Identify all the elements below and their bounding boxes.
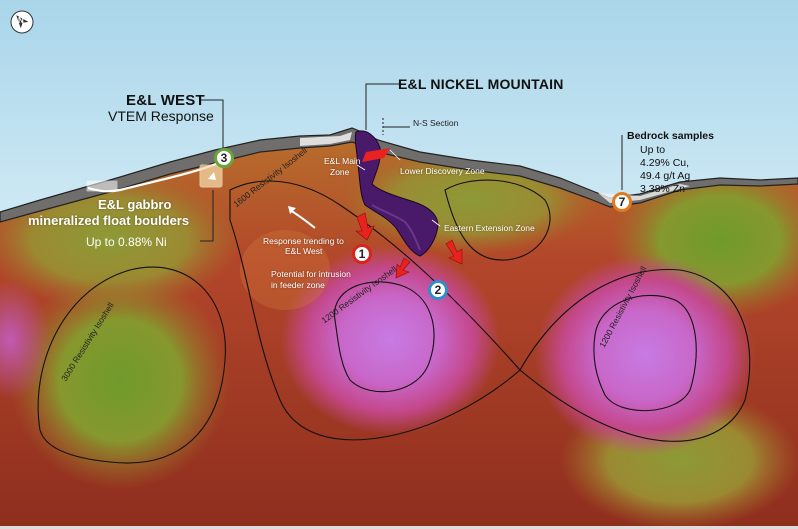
north-label: N [18,16,24,25]
vtem-response-label: VTEM Response [108,108,214,124]
snow-patch [300,132,352,146]
response-trend-line2: E&L West [285,246,323,256]
leader-lines [200,83,623,242]
ns-section-label: N-S Section [413,118,459,128]
float-boulders-box [86,180,118,192]
bedrock-line1: Up to [640,144,666,156]
main-zone-line1: E&L Main [324,156,361,166]
gabbro-grade: Up to 0.88% Ni [86,235,167,249]
el-west-title: E&L WEST [126,92,205,109]
north-arrow-icon [10,10,34,34]
bedrock-line2: 4.29% Cu, [640,157,690,169]
potential-intrusion-line1: Potential for intrusion [271,269,351,279]
gabbro-label-line1: E&L gabbro [98,197,172,212]
lower-discovery-zone-label: Lower Discovery Zone [400,166,485,176]
resistivity-isoshells [37,179,751,464]
potential-intrusion-line2: in feeder zone [271,280,325,290]
bedrock-line4: 3.38% Zn [640,183,685,195]
ore-body [354,130,439,257]
lower-discovery-zone-marker [362,148,390,162]
eastern-extension-label: Eastern Extension Zone [444,223,535,233]
main-zone-line2: Zone [330,167,350,177]
gabbro-label-line2: mineralized float boulders [28,213,190,228]
marker-1: 1 [352,244,372,264]
marker-3: 3 [214,148,234,168]
marker-2: 2 [428,280,448,300]
nickel-mountain-title: E&L NICKEL MOUNTAIN [398,76,564,92]
response-trend-line1: Response trending to [263,236,344,246]
topographic-surface [0,127,798,223]
marker-7: 7 [612,192,632,212]
bedrock-line3: 49.4 g/t Ag [640,170,691,182]
bedrock-title: Bedrock samples [627,130,714,142]
